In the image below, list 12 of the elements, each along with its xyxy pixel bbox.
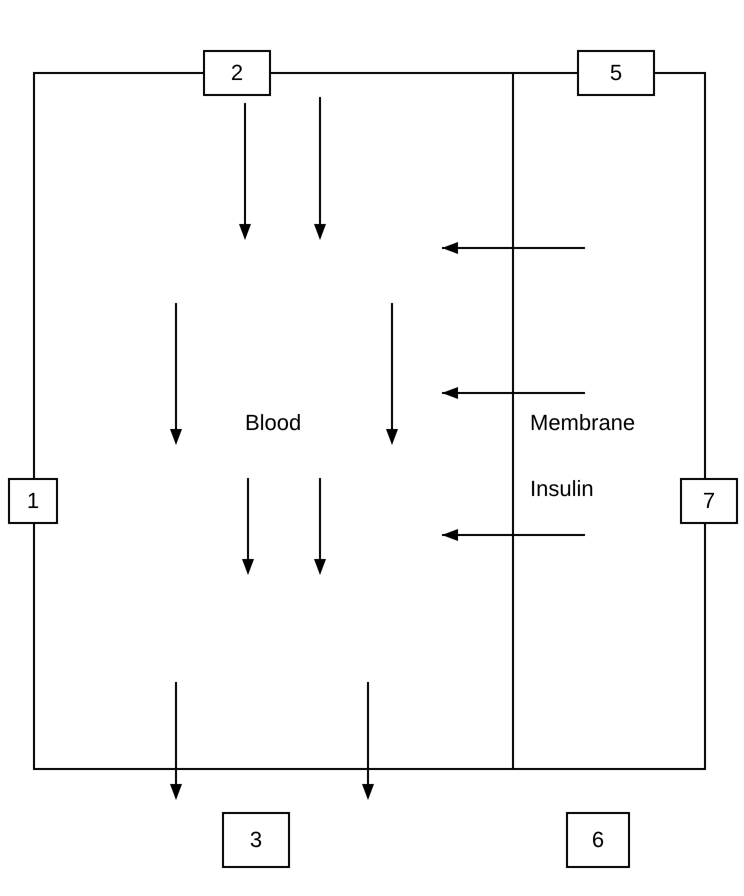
callout-number: 2 (203, 50, 271, 96)
compartment-label: Blood (245, 410, 302, 436)
arrow (442, 387, 585, 399)
compartment-label: Membrane (530, 410, 636, 436)
callout-number: 1 (8, 478, 58, 524)
arrow (442, 529, 585, 541)
arrow (442, 242, 585, 254)
callout-number: 7 (680, 478, 738, 524)
callout-number: 6 (566, 812, 630, 868)
callout-number: 5 (577, 50, 655, 96)
callout-number: 3 (222, 812, 290, 868)
compartment-label: Insulin (530, 476, 594, 502)
